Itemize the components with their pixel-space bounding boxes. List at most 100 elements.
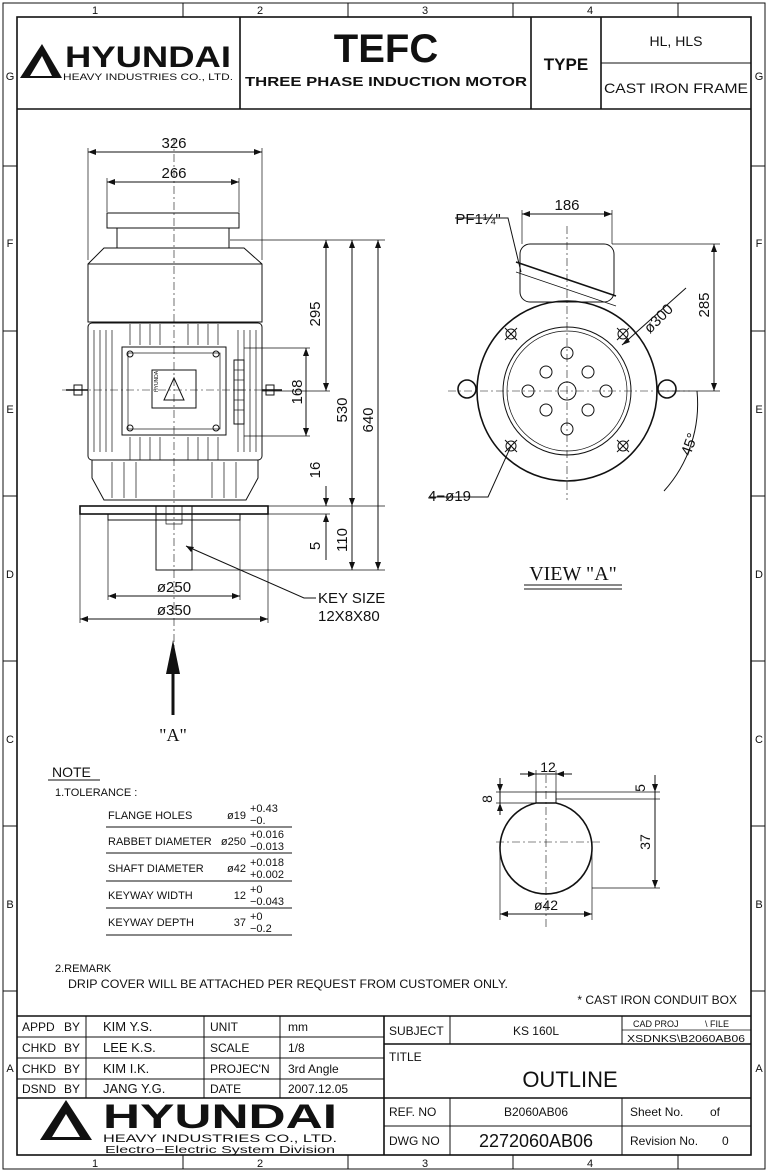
revision-value: 0 (722, 1134, 729, 1148)
dim-168: 168 (289, 379, 306, 404)
dim-4-d19: 4−ø19 (428, 488, 471, 505)
tol-lower: +0.002 (250, 869, 284, 881)
drawing-prop: PROJEC'N 3rd Angle (210, 1062, 339, 1076)
bottom-logo-text: HYUNDAI (103, 1098, 337, 1136)
shaft-dim-5: 5 (632, 784, 648, 792)
dwg-label: DWG NO (389, 1134, 440, 1148)
role-by: BY (64, 1062, 80, 1076)
shaft-dim-12: 12 (540, 759, 556, 775)
title-value: OUTLINE (522, 1067, 617, 1092)
frame-value: CAST IRON FRAME (604, 80, 748, 96)
shaft-dim-8: 8 (479, 795, 495, 803)
revision-label: Revision No. (630, 1134, 698, 1148)
person-name: JANG Y.G. (103, 1081, 165, 1096)
tolerance-row: KEYWAY WIDTH 12 +0 −0.043 (108, 884, 284, 908)
bottom-logo-subtext: HEAVY INDUSTRIES CO., LTD. (103, 1133, 337, 1145)
col-1-bottom: 1 (92, 1158, 98, 1170)
dim-326: 326 (161, 135, 186, 152)
row-d-right: D (755, 569, 763, 581)
shaft-section-detail (496, 775, 600, 930)
role-by: BY (64, 1041, 80, 1055)
tolerance-row: KEYWAY DEPTH 37 +0 −0.2 (108, 911, 272, 935)
tol-upper: +0.43 (250, 803, 278, 815)
dim-d250: ø250 (157, 579, 191, 596)
sheet-label: Sheet No. (630, 1105, 683, 1119)
side-view-motor: HYUNDAI (62, 138, 282, 660)
col-2-top: 2 (257, 5, 263, 17)
dim-530: 530 (334, 397, 351, 422)
dim-d350: ø350 (157, 602, 191, 619)
signoff-row: APPD BY KIM Y.S. (22, 1019, 152, 1034)
prop-value: 3rd Angle (288, 1062, 339, 1076)
row-b-right: B (755, 899, 762, 911)
row-f-left: F (7, 238, 14, 250)
bottom-hyundai-logo-icon (40, 1100, 92, 1140)
col-3-bottom: 3 (422, 1158, 428, 1170)
view-a-title: VIEW "A" (529, 563, 617, 585)
dim-110: 110 (334, 528, 351, 552)
dim-d300: ø300 (641, 301, 677, 337)
remark-text: DRIP COVER WILL BE ATTACHED PER REQUEST … (68, 977, 508, 991)
drawing-prop: UNIT mm (210, 1020, 308, 1034)
row-b-left: B (6, 899, 13, 911)
role-by: BY (64, 1020, 80, 1034)
nameplate (151, 369, 197, 409)
col-2-bottom: 2 (257, 1158, 263, 1170)
row-c-right: C (755, 734, 763, 746)
prop-value: mm (288, 1020, 308, 1034)
sheet-of: of (710, 1105, 721, 1119)
cad-path: XSDNKS\B2060AB06 (627, 1034, 746, 1045)
tol-lower: −0.2 (250, 923, 272, 935)
tol-name: KEYWAY WIDTH (108, 890, 193, 902)
dim-266: 266 (161, 165, 186, 182)
person-name: LEE K.S. (103, 1040, 156, 1055)
tol-nominal: ø250 (221, 836, 246, 848)
row-a-left: A (6, 1063, 14, 1075)
tol-upper: +0.018 (250, 857, 284, 869)
ref-label: REF. NO (389, 1105, 436, 1119)
cad-file-label: \ FILE (705, 1019, 729, 1029)
tol-upper: +0 (250, 884, 263, 896)
top-logo-subtext: HEAVY INDUSTRIES CO., LTD. (63, 72, 233, 82)
prop-value: 2007.12.05 (288, 1082, 348, 1096)
shaft-dimensions (496, 770, 660, 920)
role-by: BY (64, 1082, 80, 1096)
tol-lower: −0.013 (250, 841, 284, 853)
tol-name: KEYWAY DEPTH (108, 917, 194, 929)
dim-16: 16 (307, 462, 324, 479)
tol-name: RABBET DIAMETER (108, 836, 212, 848)
row-ticks (3, 165, 765, 992)
main-title: TEFC (334, 27, 438, 71)
prop-label: SCALE (210, 1041, 249, 1055)
prop-label: UNIT (210, 1020, 239, 1034)
type-label: TYPE (544, 55, 588, 74)
type-value: HL, HLS (650, 33, 703, 49)
prop-label: PROJEC'N (210, 1062, 270, 1076)
tol-lower: −0.043 (250, 896, 284, 908)
prop-value: 1/8 (288, 1041, 305, 1055)
person-name: KIM Y.S. (103, 1019, 152, 1034)
title-label: TITLE (389, 1050, 422, 1064)
ref-value: B2060AB06 (504, 1105, 568, 1119)
pf-label: PF1¼" (455, 211, 500, 228)
dim-640: 640 (360, 407, 377, 432)
row-c-left: C (6, 734, 14, 746)
subject-value: KS 160L (513, 1024, 559, 1038)
bottom-title-block (17, 1015, 751, 1155)
row-g-left: G (6, 71, 15, 83)
dim-45deg: 45° (678, 431, 702, 458)
tol-nominal: 37 (234, 917, 246, 929)
subtitle: THREE PHASE INDUCTION MOTOR (245, 74, 528, 89)
column-ticks (182, 3, 679, 1169)
tolerance-heading: 1.TOLERANCE : (55, 787, 137, 799)
tol-upper: +0.016 (250, 829, 284, 841)
signoff-row: CHKD BY LEE K.S. (22, 1040, 156, 1055)
drawing-prop: SCALE 1/8 (210, 1041, 305, 1055)
shaft-dim-37: 37 (637, 834, 653, 850)
tol-lower: −0. (250, 815, 266, 827)
shaft-dim-d42: ø42 (534, 897, 558, 913)
key-size-label: KEY SIZE (318, 590, 385, 607)
dim-5: 5 (307, 542, 324, 550)
tol-name: FLANGE HOLES (108, 810, 192, 822)
tol-name: SHAFT DIAMETER (108, 863, 204, 875)
